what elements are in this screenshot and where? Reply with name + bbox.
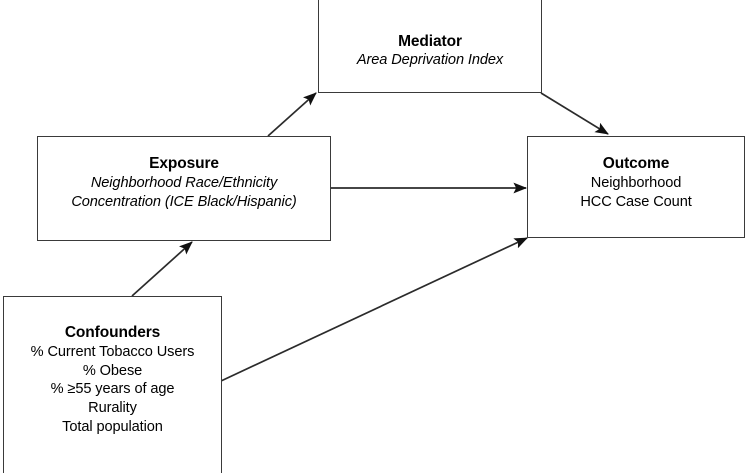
node-confounders-subtitle-line-5: Total population (62, 418, 163, 435)
node-confounders[interactable]: Confounders % Current Tobacco Users % Ob… (3, 296, 222, 473)
node-outcome-subtitle-line-2: HCC Case Count (580, 193, 692, 210)
node-exposure-subtitle-line-1: Neighborhood Race/Ethnicity (90, 174, 278, 191)
edge-confounders-to-exposure (131, 241, 193, 297)
node-confounders-title: Confounders (64, 324, 161, 341)
node-confounders-subtitle-line-3: % ≥55 years of age (50, 381, 175, 398)
node-exposure[interactable]: Exposure Neighborhood Race/Ethnicity Con… (37, 136, 331, 241)
edge-mediator-to-outcome (540, 92, 609, 135)
node-outcome-title: Outcome (602, 155, 670, 172)
node-outcome-subtitle-line-1: Neighborhood (590, 174, 682, 191)
node-confounders-subtitle-line-2: % Obese (82, 362, 143, 379)
edge-exposure-to-mediator (267, 92, 317, 137)
node-exposure-title: Exposure (149, 155, 219, 172)
node-mediator-subtitle-line-1: Area Deprivation Index (356, 52, 504, 69)
edge-confounders-to-outcome (220, 237, 528, 382)
node-outcome[interactable]: Outcome Neighborhood HCC Case Count (527, 136, 745, 238)
node-confounders-subtitle-line-1: % Current Tobacco Users (30, 343, 195, 360)
node-exposure-subtitle-line-2: Concentration (ICE Black/Hispanic) (71, 193, 297, 210)
node-mediator-title: Mediator (398, 32, 462, 50)
node-confounders-subtitle-line-4: Rurality (88, 399, 137, 416)
node-mediator[interactable]: Mediator Area Deprivation Index (318, 0, 542, 93)
